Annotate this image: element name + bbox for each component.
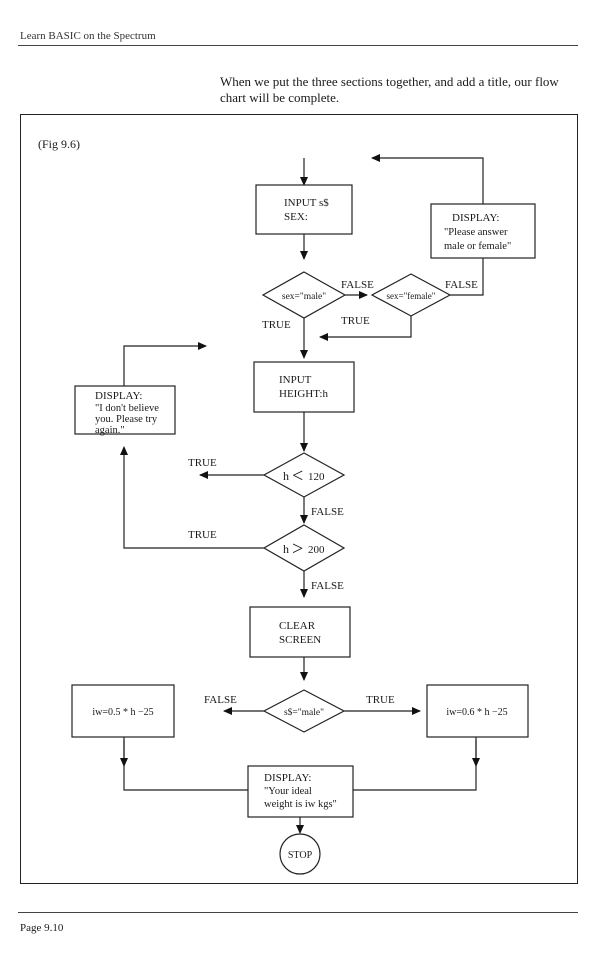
running-head: Learn BASIC on the Spectrum bbox=[20, 30, 156, 42]
display-please-line-1: DISPLAY: bbox=[452, 212, 500, 224]
display-believe-line-3: you. Please try bbox=[95, 414, 158, 425]
h200-true-connector bbox=[123, 475, 264, 549]
display-ideal-weight-box: DISPLAY: "Your ideal weight is iw kgs" bbox=[247, 765, 354, 818]
connectors bbox=[120, 154, 484, 834]
iw-male-formula-box: iw=0.6 * h −25 bbox=[426, 684, 529, 738]
label-male-true: TRUE bbox=[262, 319, 291, 331]
female-true-connector bbox=[319, 316, 412, 341]
label-female-false: FALSE bbox=[445, 279, 478, 291]
label-smale-false: FALSE bbox=[204, 694, 237, 706]
display-please-line-3: male or female" bbox=[444, 241, 511, 252]
clear-screen-box: CLEAR SCREEN bbox=[249, 606, 351, 658]
decision-sex-male-text: sex="male" bbox=[282, 292, 326, 302]
decision-h-greater-200: h > 200 bbox=[262, 524, 346, 572]
top-rule bbox=[18, 45, 578, 46]
stop-terminal: STOP bbox=[279, 833, 321, 875]
display-believe-line-2: "I don't believe bbox=[95, 403, 159, 414]
display-please-answer-box: DISPLAY: "Please answer male or female" bbox=[430, 203, 536, 259]
decision-sex-female-text: sex="female" bbox=[387, 291, 436, 301]
decision-h200-var: h bbox=[283, 542, 289, 556]
display-dont-believe-box: DISPLAY: "I don't believe you. Please tr… bbox=[74, 385, 176, 436]
iw-female-text: iw=0.5 * h −25 bbox=[92, 707, 153, 718]
display-believe-line-1: DISPLAY: bbox=[95, 390, 143, 402]
retry-sex-connector bbox=[371, 154, 484, 204]
display-please-line-2: "Please answer bbox=[444, 227, 508, 238]
decision-sex-female: sex="female" bbox=[370, 273, 452, 317]
decision-sex-male: sex="male" bbox=[261, 271, 347, 319]
label-h120-false: FALSE bbox=[311, 506, 344, 518]
iw-female-to-display-connector bbox=[123, 737, 248, 791]
iw-male-text: iw=0.6 * h −25 bbox=[446, 707, 507, 718]
input-sex-line-2: SEX: bbox=[284, 211, 308, 223]
clear-screen-line-1: CLEAR bbox=[279, 620, 316, 632]
intro-paragraph: When we put the three sections together,… bbox=[220, 74, 559, 105]
label-h120-true: TRUE bbox=[188, 457, 217, 469]
label-female-true: TRUE bbox=[341, 315, 370, 327]
decision-s-male-text: s$="male" bbox=[284, 707, 324, 718]
decision-s-male: s$="male" bbox=[262, 689, 346, 733]
iw-female-formula-box: iw=0.5 * h −25 bbox=[71, 684, 175, 738]
input-sex-box: INPUT s$ SEX: bbox=[255, 184, 353, 235]
display-believe-line-4: again." bbox=[95, 425, 125, 436]
input-sex-line-1: INPUT s$ bbox=[284, 197, 329, 209]
label-smale-true: TRUE bbox=[366, 694, 395, 706]
decision-h200-operator: > bbox=[292, 538, 303, 560]
figure-frame bbox=[20, 114, 578, 884]
input-height-box: INPUT HEIGHT:h bbox=[253, 361, 355, 413]
female-false-connector bbox=[450, 258, 484, 296]
decision-h200-value: 200 bbox=[308, 544, 325, 556]
label-h200-false: FALSE bbox=[311, 580, 344, 592]
label-male-false: FALSE bbox=[341, 279, 374, 291]
retry-height-connector bbox=[123, 342, 207, 386]
bottom-rule bbox=[18, 912, 578, 913]
display-weight-line-2: "Your ideal bbox=[264, 786, 312, 797]
decision-h120-value: 120 bbox=[308, 471, 325, 483]
decision-h120-operator: < bbox=[292, 465, 303, 487]
display-weight-line-3: weight is iw kgs" bbox=[264, 799, 337, 810]
figure-caption: (Fig 9.6) bbox=[38, 137, 80, 151]
edge-labels: FALSE FALSE TRUE TRUE TRUE FALSE TRUE FA… bbox=[188, 279, 478, 706]
iw-male-to-display-connector bbox=[353, 737, 477, 791]
input-height-line-2: HEIGHT:h bbox=[279, 388, 328, 400]
decision-h-less-120: h < 120 bbox=[262, 452, 346, 498]
page-number: Page 9.10 bbox=[20, 922, 64, 934]
input-height-line-1: INPUT bbox=[279, 374, 312, 386]
display-weight-line-1: DISPLAY: bbox=[264, 772, 312, 784]
clear-screen-line-2: SCREEN bbox=[279, 634, 321, 646]
label-h200-true: TRUE bbox=[188, 529, 217, 541]
decision-h120-var: h bbox=[283, 469, 289, 483]
stop-text: STOP bbox=[288, 850, 313, 861]
